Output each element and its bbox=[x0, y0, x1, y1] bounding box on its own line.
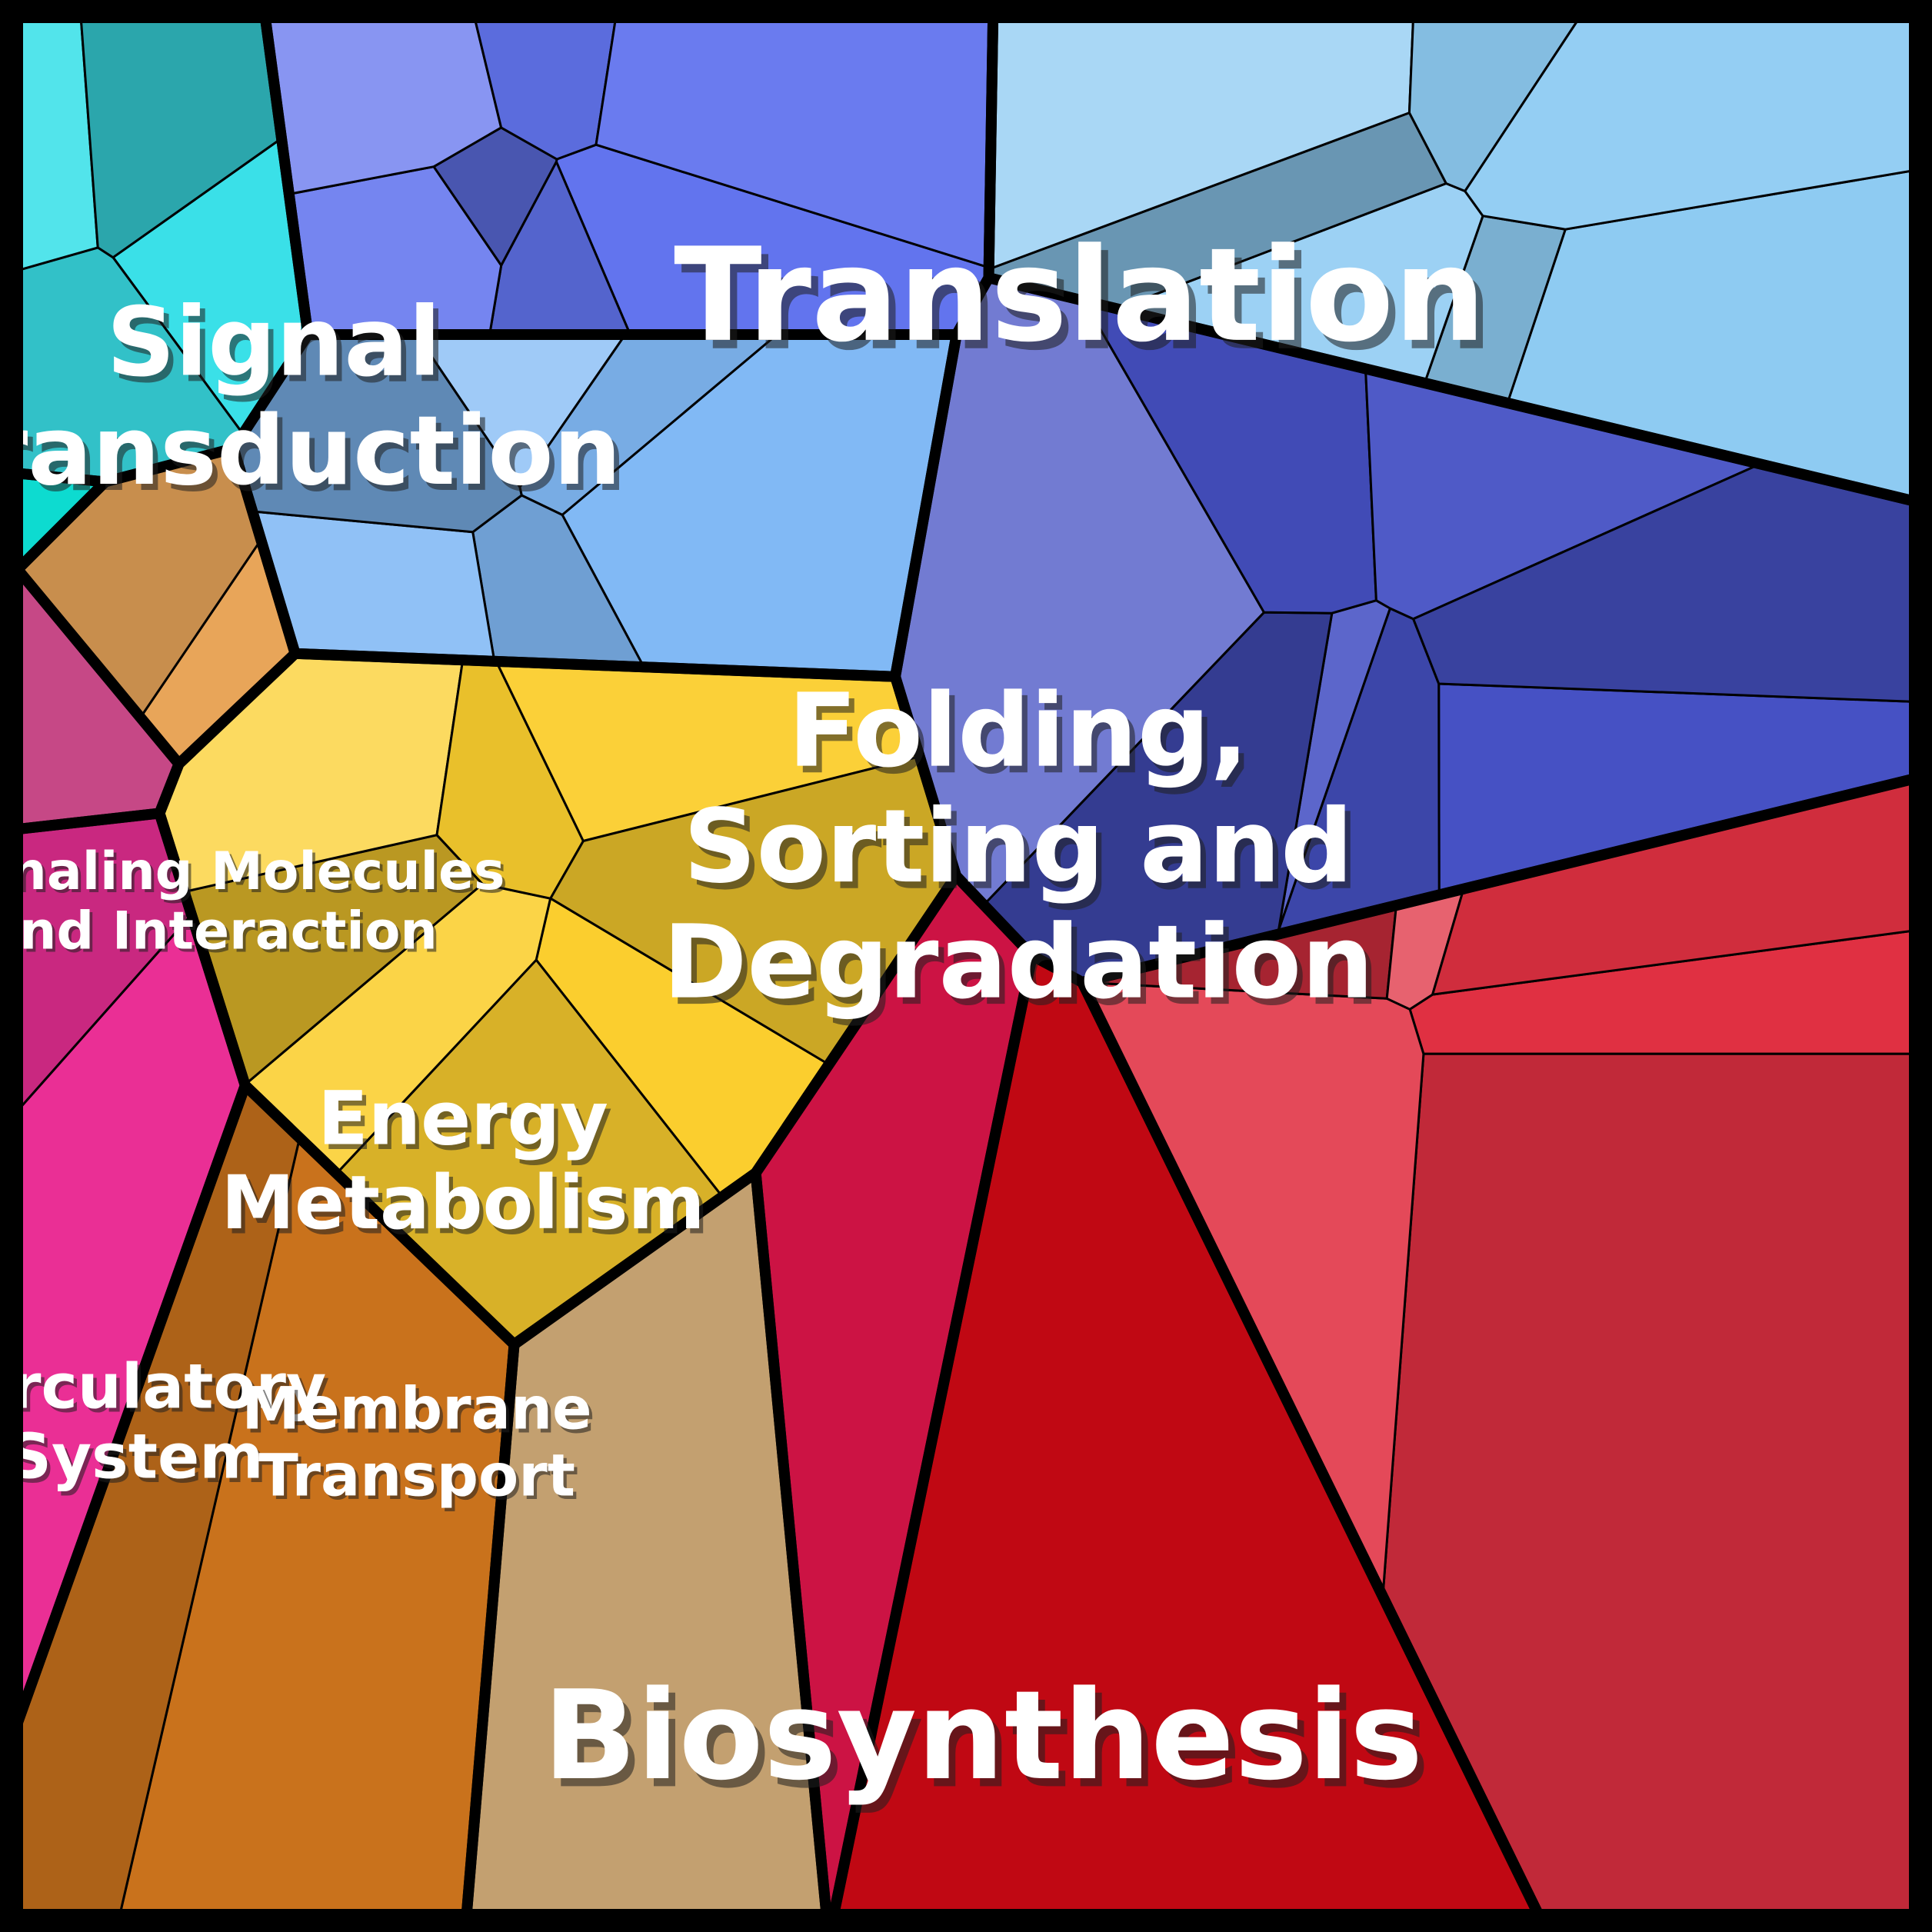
treemap-label-line: Membrane bbox=[242, 1374, 591, 1443]
labels-layer: SignalSignalTransductionTransductionSign… bbox=[0, 220, 1493, 1815]
treemap-group-outline[interactable] bbox=[983, 0, 1932, 511]
treemap-label-line: Transport bbox=[258, 1441, 575, 1509]
treemap-label-line: Sorting and bbox=[683, 788, 1353, 906]
svg-text:Energy: Energy bbox=[321, 1081, 612, 1167]
treemap-group-outline[interactable] bbox=[1077, 768, 1932, 1932]
treemap-label-line: Signal bbox=[106, 287, 441, 398]
treemap-label-line: Folding, bbox=[788, 672, 1248, 791]
treemap-cell[interactable] bbox=[469, 0, 620, 161]
svg-text:Metabolism: Metabolism bbox=[225, 1164, 709, 1251]
svg-text:Folding,: Folding, bbox=[794, 678, 1254, 797]
svg-text:Degradation: Degradation bbox=[668, 910, 1379, 1028]
treemap-label-line: Biosynthesis bbox=[543, 1664, 1423, 1807]
treemap-group-outline[interactable] bbox=[824, 950, 1553, 1932]
treemap-group-label: Signaling MoleculesSignaling Moleculesan… bbox=[0, 841, 508, 965]
svg-text:Signaling Molecules: Signaling Molecules bbox=[0, 844, 508, 905]
treemap-cell[interactable] bbox=[1407, 0, 1593, 192]
svg-text:Transduction: Transduction bbox=[0, 402, 627, 513]
svg-text:Translation: Translation bbox=[681, 228, 1493, 379]
treemap-group-label: SignalSignalTransductionTransduction bbox=[0, 287, 627, 512]
svg-text:Signal: Signal bbox=[112, 294, 446, 405]
svg-text:Membrane: Membrane bbox=[245, 1378, 595, 1447]
svg-text:Transport: Transport bbox=[261, 1444, 578, 1513]
treemap-label-line: Transduction bbox=[0, 396, 621, 507]
treemap-label-line: Metabolism bbox=[222, 1160, 705, 1246]
svg-text:System: System bbox=[11, 1425, 267, 1497]
treemap-label-line: Degradation bbox=[663, 904, 1374, 1022]
svg-text:Sorting and: Sorting and bbox=[689, 794, 1359, 913]
treemap-label-line: Translation bbox=[674, 220, 1486, 371]
treemap-label-line: Energy bbox=[318, 1076, 608, 1162]
treemap-label-line: Circulatory bbox=[0, 1351, 326, 1422]
treemap-label-line: System bbox=[7, 1421, 263, 1493]
treemap-label-line: Signaling Molecules bbox=[0, 841, 505, 902]
svg-text:and Interaction: and Interaction bbox=[0, 904, 441, 965]
treemap-group-label: CirculatoryCirculatorySystemSystem bbox=[0, 1351, 329, 1496]
treemap-cell[interactable] bbox=[78, 0, 283, 259]
svg-text:Biosynthesis: Biosynthesis bbox=[550, 1671, 1430, 1815]
svg-text:Circulatory: Circulatory bbox=[0, 1355, 329, 1427]
treemap-label-line: and Interaction bbox=[0, 901, 438, 961]
treemap-cell[interactable] bbox=[1464, 0, 1932, 231]
